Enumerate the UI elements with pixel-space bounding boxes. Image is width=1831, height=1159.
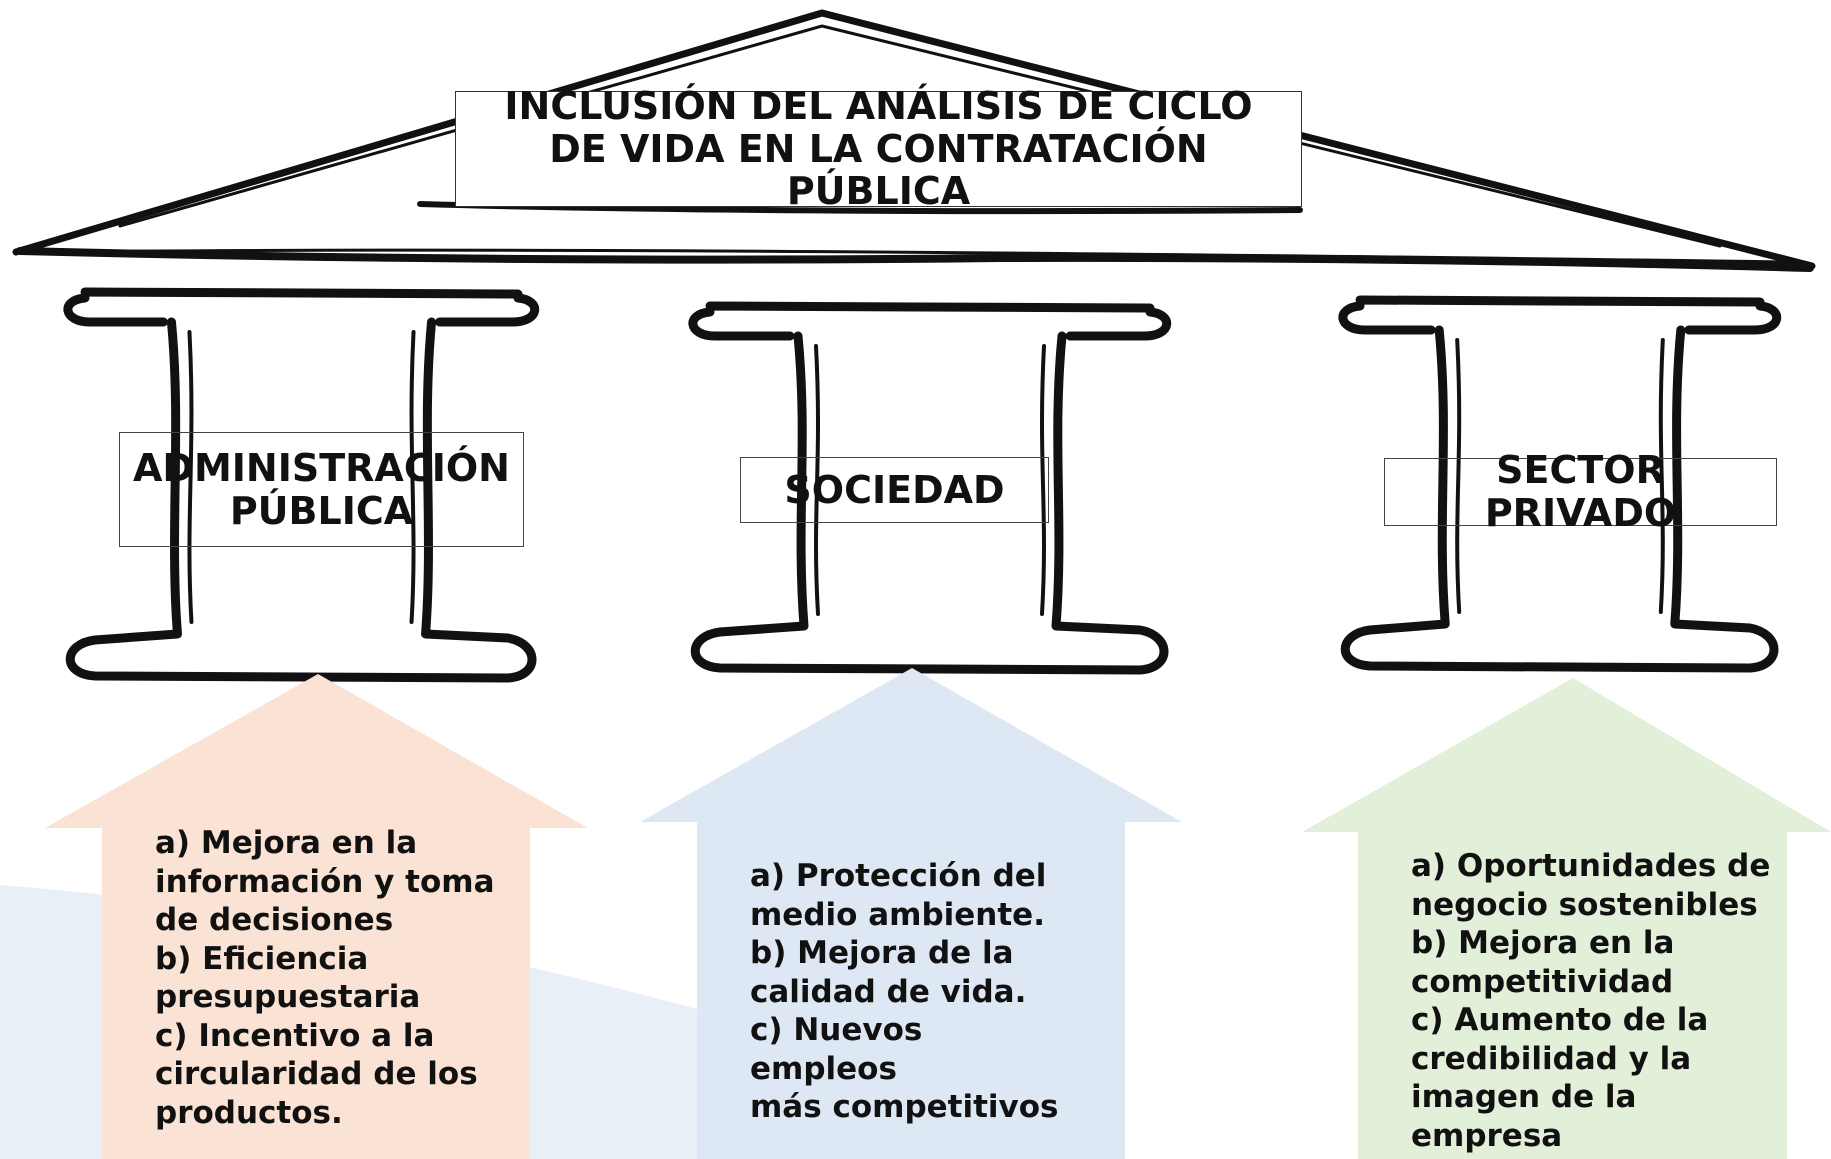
pillar-outline-sociedad — [688, 301, 1172, 675]
benefit-arrow-sociedad — [640, 668, 1182, 1159]
pillar-label-sociedad: SOCIEDAD — [740, 457, 1049, 523]
benefit-arrows — [45, 668, 1831, 1159]
pillar-outline-sector-privado — [1338, 295, 1782, 673]
benefits-text-sector-privado: a) Oportunidades de negocio sostenibles … — [1411, 848, 1771, 1154]
pillar-outlines — [63, 287, 1782, 683]
benefits-text-administracion: a) Mejora en la información y toma de de… — [155, 825, 495, 1131]
pillar-label-sector-privado: SECTOR PRIVADO — [1384, 449, 1777, 534]
diagram-title: INCLUSIÓN DEL ANÁLISIS DE CICLO DE VIDA … — [455, 85, 1302, 213]
benefits-text-sociedad: a) Protección del medio ambiente. b) Mej… — [750, 858, 1059, 1125]
benefit-arrow-sector-privado — [1302, 678, 1831, 1159]
pillar-outline-administracion — [63, 287, 540, 683]
pillar-label-administracion: ADMINISTRACIÓN PÚBLICA — [119, 432, 524, 547]
benefit-arrow-administracion — [45, 674, 588, 1159]
